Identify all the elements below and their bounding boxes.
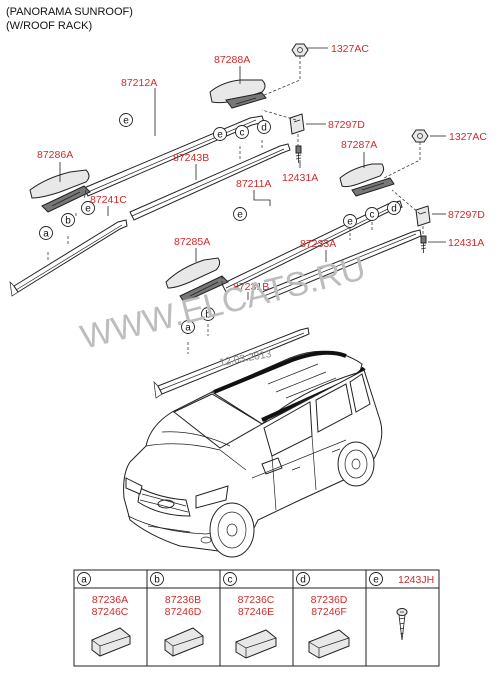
label-1327AC-right: 1327AC <box>449 131 487 143</box>
bolt-12431A-top <box>295 145 302 163</box>
roof-rail-cover-87241C <box>9 219 128 297</box>
callout-e-upper: e <box>119 113 133 127</box>
svg-text:a: a <box>81 575 87 586</box>
callout-d-right: d <box>387 201 401 215</box>
callout-c-right: c <box>365 207 379 221</box>
svg-text:e: e <box>217 130 223 141</box>
legend-letter-d: d <box>296 572 310 586</box>
clip-87297D-top <box>289 113 305 135</box>
svg-text:b: b <box>205 310 211 321</box>
roof-rail-cover-87231B <box>153 327 310 399</box>
leader-lines <box>59 47 446 300</box>
svg-text:e: e <box>237 210 243 221</box>
legend-part-c-2: 87246E <box>238 606 274 618</box>
label-12431A-right: 12431A <box>448 237 484 249</box>
svg-text:e: e <box>85 204 91 215</box>
legend-part-d-1: 87236D <box>311 594 348 606</box>
legend-letter-b: b <box>150 572 164 586</box>
cap-illustration-c <box>235 629 277 659</box>
header-line-2: (W/ROOF RACK) <box>6 20 92 32</box>
callout-a-left: a <box>39 226 53 240</box>
svg-text:c: c <box>240 128 245 139</box>
label-87297D-right: 87297D <box>448 209 485 221</box>
legend-table: a b c d e 1243JH 87236A 87246C 87236B 87… <box>73 569 440 667</box>
legend-letter-e: e <box>369 572 383 586</box>
nut-1327AC-top <box>291 43 309 57</box>
legend-part-a-2: 87246C <box>92 606 129 618</box>
cap-illustration-d <box>308 629 350 659</box>
bolt-12431A-right <box>420 235 427 253</box>
cap-illustration-a <box>91 627 131 657</box>
callout-c-upper: c <box>235 125 249 139</box>
svg-text:d: d <box>300 575 306 586</box>
rail-end-cap-87286A <box>29 169 91 213</box>
callout-e-right: e <box>343 214 357 228</box>
header-line-1: (PANORAMA SUNROOF) <box>6 6 133 18</box>
label-12431A-top: 12431A <box>282 172 318 184</box>
part-number-labels: 87288A 1327AC 87212A 87297D 87286A 87243… <box>37 43 487 293</box>
legend-part-b-2: 87246D <box>165 606 202 618</box>
label-1327AC-top: 1327AC <box>331 43 369 55</box>
legend-part-d-2: 87246F <box>311 606 347 618</box>
callout-a-lower: a <box>181 320 195 334</box>
label-87243B: 87243B <box>173 152 209 164</box>
svg-text:c: c <box>228 575 233 586</box>
label-87286A: 87286A <box>37 149 73 161</box>
svg-text:c: c <box>370 210 375 221</box>
label-87233A: 87233A <box>300 238 336 250</box>
roof-rail-lower-long <box>221 200 403 293</box>
label-87297D-top: 87297D <box>328 119 365 131</box>
label-87212A: 87212A <box>121 77 157 89</box>
callout-b-lower: b <box>201 307 215 321</box>
vehicle-illustration <box>123 350 383 558</box>
label-87211A: 87211A <box>236 178 271 190</box>
callout-e-upper-2: e <box>213 127 227 141</box>
legend-part-a-1: 87236A <box>92 594 128 606</box>
legend-part-e-1: 1243JH <box>398 574 434 586</box>
rail-end-cap-87287A <box>339 163 395 197</box>
label-87287A: 87287A <box>341 139 377 151</box>
screw-illustration-e <box>396 608 408 641</box>
cap-illustration-b <box>164 627 204 657</box>
rail-end-cap-87288A <box>209 79 267 109</box>
legend-letter-c: c <box>223 572 237 586</box>
assembly-dashed-lines <box>47 56 424 354</box>
label-87285A: 87285A <box>174 236 210 248</box>
roof-rail-cover-87243B <box>129 143 291 221</box>
watermark: WWW.ELCATS.RU <box>77 249 370 357</box>
callout-e-mid: e <box>233 207 247 221</box>
clip-87297D-right <box>415 205 431 227</box>
legend-part-c-1: 87236C <box>238 594 275 606</box>
callout-e-left: e <box>81 201 95 215</box>
legend-letter-a: a <box>77 572 91 586</box>
label-87288A: 87288A <box>214 54 250 66</box>
label-87231B: 87231B <box>233 281 269 293</box>
nut-1327AC-right <box>411 129 429 143</box>
svg-text:a: a <box>43 229 49 240</box>
svg-text:b: b <box>65 216 71 227</box>
svg-text:e: e <box>373 575 379 586</box>
svg-text:e: e <box>347 217 353 228</box>
callout-group: e c d e e a b e e c d a b <box>39 113 401 334</box>
label-87241C: 87241C <box>90 194 127 206</box>
callout-b-left: b <box>61 213 75 227</box>
legend-part-b-1: 87236B <box>165 594 201 606</box>
svg-text:e: e <box>123 116 129 127</box>
rail-end-cap-87285A <box>165 257 229 303</box>
svg-text:b: b <box>154 575 160 586</box>
callout-d-upper: d <box>257 120 271 134</box>
svg-text:d: d <box>261 123 267 134</box>
svg-text:a: a <box>185 323 191 334</box>
svg-text:d: d <box>391 204 397 215</box>
